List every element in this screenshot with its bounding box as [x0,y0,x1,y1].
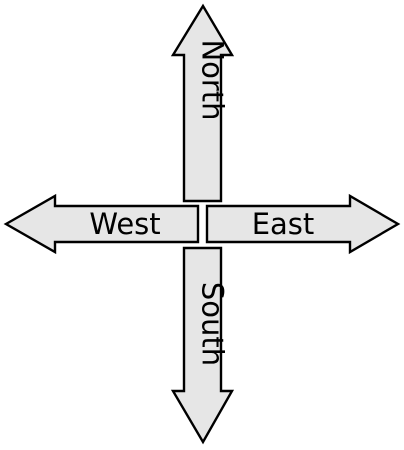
west-arrow: West [3,193,200,255]
north-arrow-shape [170,3,235,203]
south-arrow: South [170,246,235,445]
north-label: North [196,39,230,120]
south-label: South [196,282,230,366]
east-arrow-shape [205,193,401,255]
north-arrow: North [170,3,235,203]
south-arrow-shape [170,246,235,445]
west-label: West [89,207,160,241]
west-arrow-shape [3,193,200,255]
east-label: East [252,207,315,241]
east-arrow: East [205,193,401,255]
